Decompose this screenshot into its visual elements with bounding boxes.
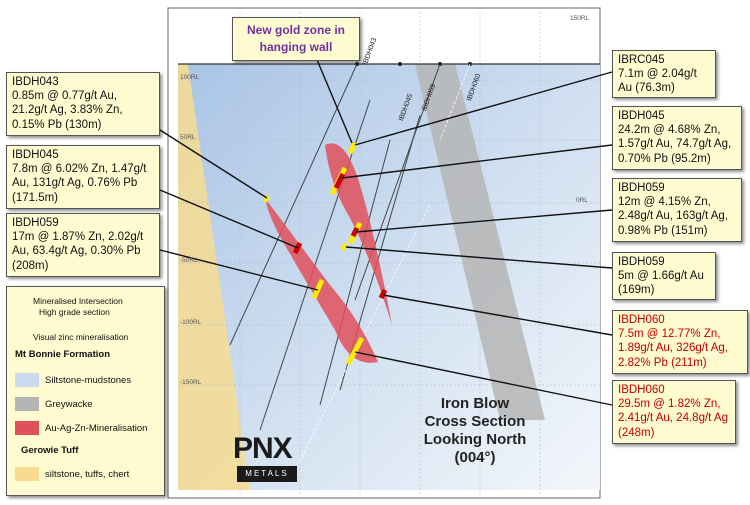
callout-title: IBDH045 [618, 110, 665, 122]
legend-greywacke: Greywacke [45, 399, 93, 410]
legend-mineralisation-swatch [15, 421, 39, 435]
legend-formation: Mt Bonnie Formation [15, 349, 110, 360]
legend-visual-zinc: Visual zinc mineralisation [33, 332, 129, 342]
legend-tuff-swatch [15, 467, 39, 481]
section-title-line-2: Cross Section [424, 413, 526, 430]
legend-tuff-title: Gerowie Tuff [21, 445, 79, 456]
section-title-line-1: Iron Blow [440, 395, 510, 412]
rl-label-m50: -50RL [180, 257, 198, 264]
rl-label-m100: -100RL [180, 319, 202, 326]
callout-ibdh045-left: IBDH045 7.8m @ 6.02% Zn, 1.47g/t Au, 131… [6, 145, 160, 209]
rl-label-100: 100RL [180, 74, 200, 81]
mineralisation-upper [325, 143, 392, 325]
callout-body: 7.8m @ 6.02% Zn, 1.47g/t Au, 131g/t Ag, … [12, 163, 147, 204]
logo-sub: METALS [237, 466, 297, 482]
callout-title: IBRC045 [618, 54, 665, 66]
legend-high-grade: High grade section [39, 307, 110, 317]
logo-name: PNX [233, 432, 293, 465]
callout-ibdh060-lower: IBDH060 29.5m @ 1.82% Zn, 2.41g/t Au, 24… [612, 380, 736, 444]
legend-au-ag-zn: Au-Ag-Zn-Mineralisation [45, 423, 148, 434]
callout-body: 5m @ 1.66g/t Au (169m) [618, 270, 704, 297]
legend-tuff-desc: siltstone, tuffs, chert [45, 469, 130, 480]
callout-body: 17m @ 1.87% Zn, 2.02g/t Au, 63.4g/t Ag, … [12, 231, 144, 272]
rl-label-m150: -150RL [180, 379, 202, 386]
callout-title: IBDH059 [618, 256, 665, 268]
callout-title: IBDH059 [12, 217, 59, 229]
callout-body: 12m @ 4.15% Zn, 2.48g/t Au, 163g/t Ag, 0… [618, 196, 728, 237]
callout-ibdh059-left: IBDH059 17m @ 1.87% Zn, 2.02g/t Au, 63.4… [6, 213, 160, 277]
legend-mineralised: Mineralised Intersection [33, 296, 123, 306]
section-title-line-3: Looking North (004°) [423, 431, 527, 466]
callout-ibdh059-right: IBDH059 12m @ 4.15% Zn, 2.48g/t Au, 163g… [612, 178, 742, 242]
callout-title: IBDH059 [618, 182, 665, 194]
callout-body: 7.5m @ 12.77% Zn, 1.89g/t Au, 326g/t Ag,… [618, 328, 728, 369]
callout-body: 24.2m @ 4.68% Zn, 1.57g/t Au, 74.7g/t Ag… [618, 124, 732, 165]
callout-title: IBDH060 [618, 384, 665, 396]
callout-body: 29.5m @ 1.82% Zn, 2.41g/t Au, 24.8g/t Ag… [618, 398, 728, 439]
callout-body: 0.85m @ 0.77g/t Au, 21.2g/t Ag, 3.83% Zn… [12, 90, 123, 131]
callout-ibdh060-upper: IBDH060 7.5m @ 12.77% Zn, 1.89g/t Au, 32… [612, 310, 748, 374]
legend-siltstone-swatch [15, 373, 39, 387]
callout-ibdh059-gold: IBDH059 5m @ 1.66g/t Au (169m) [612, 252, 716, 300]
callout-title: IBDH043 [12, 76, 59, 88]
callout-ibrc045: IBRC045 7.1m @ 2.04g/t Au (76.3m) [612, 50, 716, 98]
new-gold-zone-label: New gold zone in hanging wall [232, 17, 360, 61]
rl-label-50: 50RL [180, 134, 196, 141]
callout-ibdh043: IBDH043 0.85m @ 0.77g/t Au, 21.2g/t Ag, … [6, 72, 160, 136]
callout-title: IBDH060 [618, 314, 665, 326]
legend: Mineralised Intersection High grade sect… [6, 286, 165, 496]
rl-label-150: 150RL [570, 15, 590, 22]
callout-body: 7.1m @ 2.04g/t Au (76.3m) [618, 68, 697, 95]
legend-siltstone: Siltstone-mudstones [45, 375, 132, 386]
pnx-logo: PNX METALS [233, 432, 325, 490]
rl-label-0: 0RL [576, 197, 588, 204]
callout-ibdh045-right: IBDH045 24.2m @ 4.68% Zn, 1.57g/t Au, 74… [612, 106, 742, 170]
legend-greywacke-swatch [15, 397, 39, 411]
callout-title: IBDH045 [12, 149, 59, 161]
tuff-unit [178, 64, 250, 490]
section-title: Iron Blow Cross Section Looking North (0… [410, 395, 540, 467]
